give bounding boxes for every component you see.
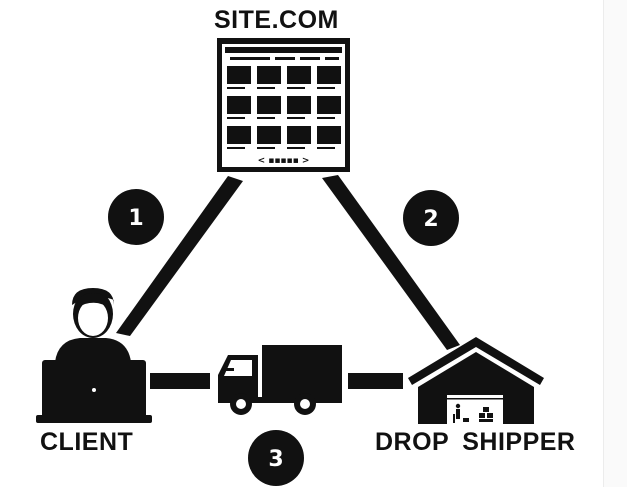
warehouse-icon (408, 337, 544, 424)
site-product-tile (287, 96, 311, 114)
step-badge-2: 2 (403, 190, 459, 246)
site-product-tile (257, 66, 281, 84)
person-laptop-icon (36, 288, 152, 423)
page-edge (603, 0, 627, 487)
connector-site-client (116, 176, 243, 336)
truck-icon (218, 345, 342, 415)
site-product-tile (257, 126, 281, 144)
site-product-caption (317, 117, 335, 119)
site-product-tile (317, 126, 341, 144)
site-product-tile (287, 126, 311, 144)
site-product-caption (317, 147, 335, 149)
site-product-caption (287, 147, 305, 149)
site-product-tile (317, 96, 341, 114)
site-product-tile (227, 96, 251, 114)
connector-client-truck (150, 373, 210, 389)
website-icon: < ▪▪▪▪▪ > (217, 38, 350, 172)
site-product-caption (227, 147, 245, 149)
step-badge-1: 1 (108, 189, 164, 245)
site-product-tile (317, 66, 341, 84)
site-product-caption (317, 87, 335, 89)
site-product-caption (257, 87, 275, 89)
site-product-caption (257, 117, 275, 119)
svg-text:< ▪▪▪▪▪ >: < ▪▪▪▪▪ > (258, 156, 310, 166)
site-product-tile (257, 96, 281, 114)
site-product-caption (227, 117, 245, 119)
site-product-caption (287, 117, 305, 119)
step-badge-3: 3 (248, 430, 304, 486)
connector-truck-dropshipper (348, 373, 403, 389)
connector-site-dropshipper (322, 175, 460, 350)
site-product-tile (227, 126, 251, 144)
svg-text:1: 1 (128, 206, 143, 231)
svg-text:3: 3 (268, 447, 283, 472)
site-product-caption (257, 147, 275, 149)
svg-text:2: 2 (423, 207, 438, 232)
site-product-tile (287, 66, 311, 84)
site-product-caption (227, 87, 245, 89)
dropshipper-label: DROP SHIPPER (375, 428, 576, 456)
site-product-tile (227, 66, 251, 84)
site-label: SITE.COM (214, 6, 339, 34)
site-product-caption (287, 87, 305, 89)
client-label: CLIENT (40, 428, 134, 456)
